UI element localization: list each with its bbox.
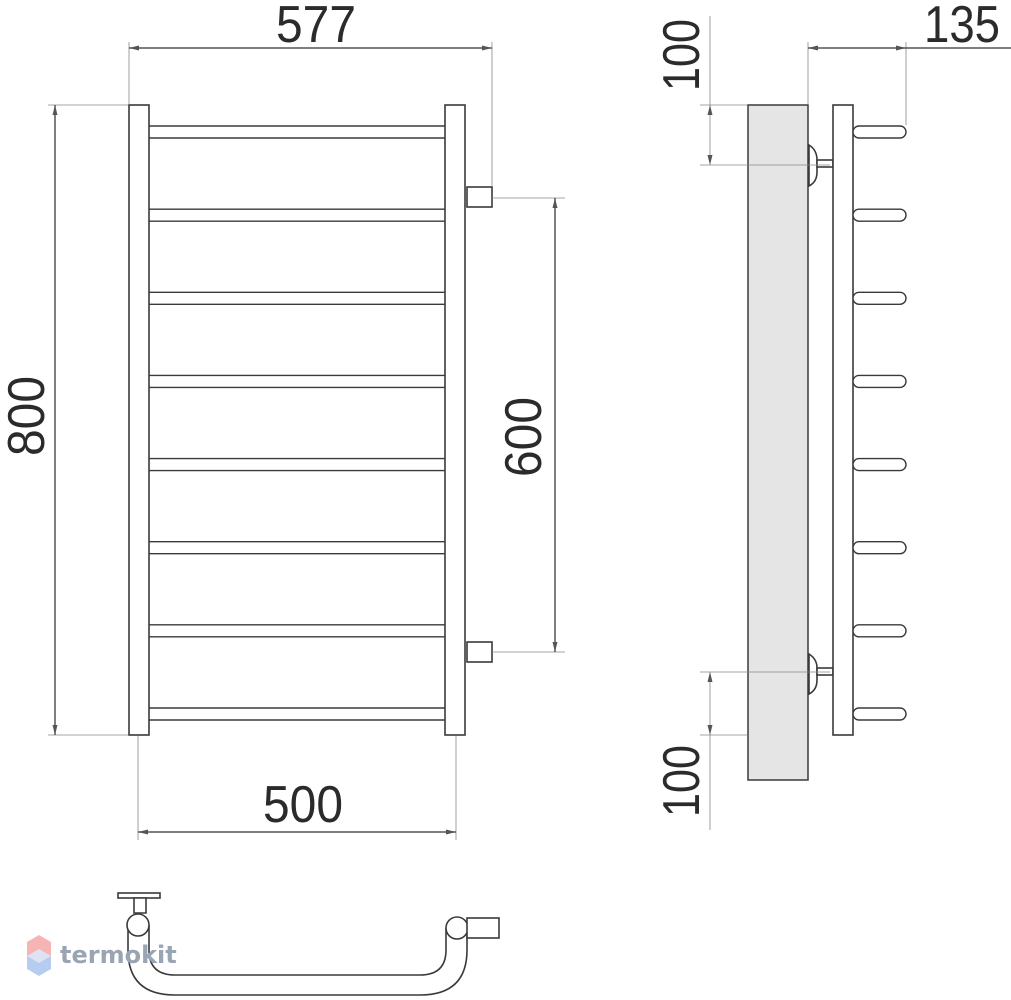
top-view-rail (127, 925, 468, 996)
connection-distance-dimension: 600 (492, 197, 565, 653)
termokit-logo-icon (27, 935, 51, 976)
termokit-logo-text: termokit (60, 941, 177, 969)
overall-height-label: 800 (0, 376, 56, 456)
bottom-wall-mount (808, 652, 834, 696)
top-view-right-end (445, 916, 469, 940)
side-rail (852, 125, 907, 139)
side-rail (852, 291, 907, 305)
overall-height-dimension: 800 (0, 104, 128, 736)
front-rail (131, 374, 465, 389)
inner-width-dimension: 500 (137, 736, 457, 840)
front-rail (131, 541, 465, 555)
front-rail (131, 291, 465, 305)
front-rail (131, 457, 465, 472)
depth-dimension: 135 (807, 0, 1011, 125)
side-rail (852, 457, 907, 472)
overall-width-label: 577 (276, 0, 356, 54)
connection-distance-label: 600 (495, 397, 553, 477)
side-rail (852, 707, 907, 721)
side-view (747, 104, 907, 781)
right-upright (444, 104, 466, 736)
top-offset-dimension: 100 (653, 16, 830, 166)
front-view (128, 104, 493, 736)
top-view (117, 892, 500, 996)
side-rails (852, 125, 907, 721)
front-rail (131, 208, 465, 222)
side-rail (852, 208, 907, 222)
top-connection-fitting (466, 186, 493, 208)
side-upright (832, 104, 854, 736)
bottom-connection-fitting (466, 641, 493, 663)
depth-label: 135 (924, 0, 1000, 54)
bottom-offset-dimension: 100 (653, 671, 830, 830)
front-rail (131, 125, 465, 139)
front-rail (131, 624, 465, 638)
bottom-offset-label: 100 (653, 745, 711, 817)
top-view-connection-fitting (466, 917, 500, 939)
top-offset-label: 100 (653, 19, 711, 91)
side-rail (852, 374, 907, 389)
top-wall-mount (808, 143, 834, 188)
inner-width-label: 500 (263, 776, 343, 834)
overall-width-dimension: 577 (128, 0, 493, 186)
front-rails (131, 125, 465, 721)
left-upright (128, 104, 150, 736)
termokit-logo: termokit (27, 935, 177, 976)
top-view-left-end (126, 913, 150, 937)
front-rail (131, 707, 465, 721)
side-rail (852, 541, 907, 555)
side-rail (852, 624, 907, 638)
top-view-flange-stem (133, 897, 147, 914)
wall-section (747, 104, 809, 781)
